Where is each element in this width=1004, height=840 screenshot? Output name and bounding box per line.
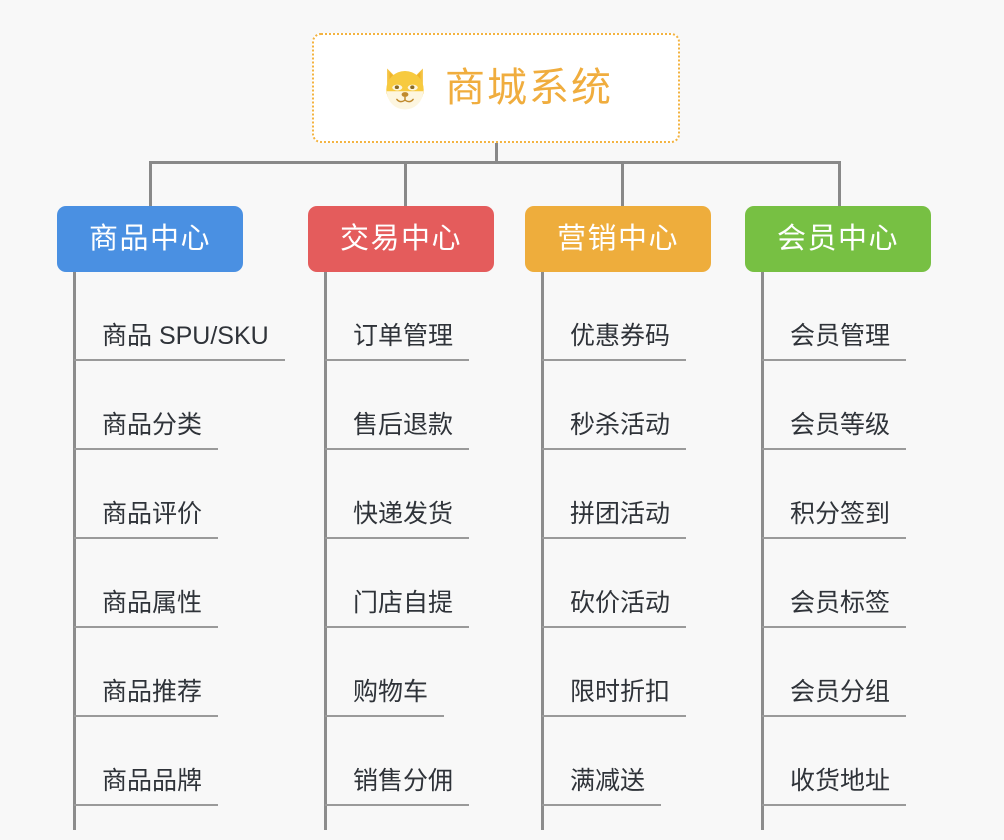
list-item[interactable]: 商品属性 <box>74 539 285 628</box>
leaf-label: 快递发货 <box>325 502 470 539</box>
category-header-marketing-center[interactable]: 营销中心 <box>525 206 711 272</box>
branch-member-center: 会员中心 会员管理 会员等级 积分签到 会员标签 会员分组 收货地址 <box>745 206 931 830</box>
category-header-product-center[interactable]: 商品中心 <box>57 206 243 272</box>
list-item[interactable]: 售后退款 <box>325 361 494 450</box>
leaf-label: 商品分类 <box>74 413 219 450</box>
list-item[interactable]: 会员管理 <box>762 272 931 361</box>
leaf-group-marketing-center: 优惠券码 秒杀活动 拼团活动 砍价活动 限时折扣 满减送 <box>525 272 711 830</box>
list-item[interactable]: 满减送 <box>542 717 711 806</box>
leaf-label: 优惠券码 <box>542 324 687 361</box>
leaf-label: 会员标签 <box>762 591 907 628</box>
leaf-label: 会员分组 <box>762 680 907 717</box>
list-item[interactable]: 砍价活动 <box>542 539 711 628</box>
list-item[interactable]: 订单管理 <box>325 272 494 361</box>
leaf-label: 收货地址 <box>762 769 907 806</box>
leaf-trunk <box>761 272 764 830</box>
leaf-trunk <box>541 272 544 830</box>
list-item[interactable]: 会员标签 <box>762 539 931 628</box>
list-item[interactable]: 商品 SPU/SKU <box>74 272 285 361</box>
list-item[interactable]: 积分签到 <box>762 450 931 539</box>
leaf-label: 购物车 <box>325 680 445 717</box>
leaf-group-trade-center: 订单管理 售后退款 快递发货 门店自提 购物车 销售分佣 <box>308 272 494 830</box>
list-item[interactable]: 拼团活动 <box>542 450 711 539</box>
connector-drop-4 <box>838 161 841 208</box>
connector-bus <box>149 161 841 164</box>
connector-stem <box>495 143 498 164</box>
list-item[interactable]: 商品评价 <box>74 450 285 539</box>
list-item[interactable]: 销售分佣 <box>325 717 494 806</box>
dog-face-icon <box>379 62 431 114</box>
branch-trade-center: 交易中心 订单管理 售后退款 快递发货 门店自提 购物车 销售分佣 <box>308 206 494 830</box>
leaf-label: 商品属性 <box>74 591 219 628</box>
root-title: 商城系统 <box>445 66 613 110</box>
leaf-trunk <box>73 272 76 830</box>
connector-drop-2 <box>404 161 407 208</box>
category-header-trade-center[interactable]: 交易中心 <box>308 206 494 272</box>
list-item[interactable]: 收货地址 <box>762 717 931 806</box>
connector-drop-3 <box>621 161 624 208</box>
root-node[interactable]: 商城系统 <box>312 33 680 143</box>
list-item[interactable]: 限时折扣 <box>542 628 711 717</box>
leaf-label: 商品评价 <box>74 502 219 539</box>
leaf-label: 砍价活动 <box>542 591 687 628</box>
list-item[interactable]: 会员等级 <box>762 361 931 450</box>
leaf-label: 售后退款 <box>325 413 470 450</box>
connector-drop-1 <box>149 161 152 208</box>
leaf-group-member-center: 会员管理 会员等级 积分签到 会员标签 会员分组 收货地址 <box>745 272 931 830</box>
leaf-label: 门店自提 <box>325 591 470 628</box>
branch-marketing-center: 营销中心 优惠券码 秒杀活动 拼团活动 砍价活动 限时折扣 满减送 <box>525 206 711 830</box>
list-item[interactable]: 商品推荐 <box>74 628 285 717</box>
leaf-label: 会员等级 <box>762 413 907 450</box>
leaf-label: 商品品牌 <box>74 769 219 806</box>
list-item[interactable]: 会员分组 <box>762 628 931 717</box>
leaf-label: 积分签到 <box>762 502 907 539</box>
leaf-label: 商品 SPU/SKU <box>74 324 285 361</box>
leaf-label: 秒杀活动 <box>542 413 687 450</box>
branch-product-center: 商品中心 商品 SPU/SKU 商品分类 商品评价 商品属性 商品推荐 商品品牌 <box>57 206 285 830</box>
leaf-group-product-center: 商品 SPU/SKU 商品分类 商品评价 商品属性 商品推荐 商品品牌 <box>57 272 285 830</box>
list-item[interactable]: 商品分类 <box>74 361 285 450</box>
list-item[interactable]: 秒杀活动 <box>542 361 711 450</box>
category-header-member-center[interactable]: 会员中心 <box>745 206 931 272</box>
list-item[interactable]: 商品品牌 <box>74 717 285 806</box>
leaf-label: 商品推荐 <box>74 680 219 717</box>
list-item[interactable]: 购物车 <box>325 628 494 717</box>
leaf-label: 销售分佣 <box>325 769 470 806</box>
leaf-label: 拼团活动 <box>542 502 687 539</box>
leaf-label: 订单管理 <box>325 324 470 361</box>
list-item[interactable]: 快递发货 <box>325 450 494 539</box>
leaf-label: 会员管理 <box>762 324 907 361</box>
leaf-label: 限时折扣 <box>542 680 687 717</box>
list-item[interactable]: 优惠券码 <box>542 272 711 361</box>
leaf-label: 满减送 <box>542 769 662 806</box>
leaf-trunk <box>324 272 327 830</box>
list-item[interactable]: 门店自提 <box>325 539 494 628</box>
